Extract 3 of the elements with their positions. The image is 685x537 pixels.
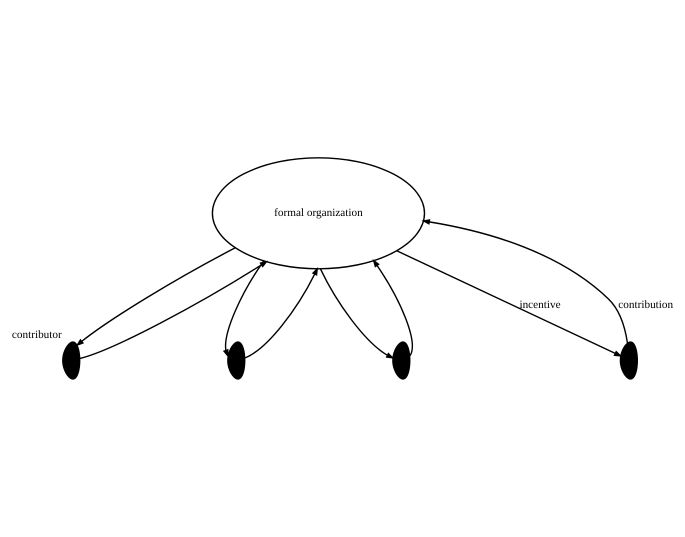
node-label: contributor: [12, 329, 62, 342]
edge-label: contribution: [618, 298, 674, 311]
edge-label: incentive: [519, 298, 561, 311]
